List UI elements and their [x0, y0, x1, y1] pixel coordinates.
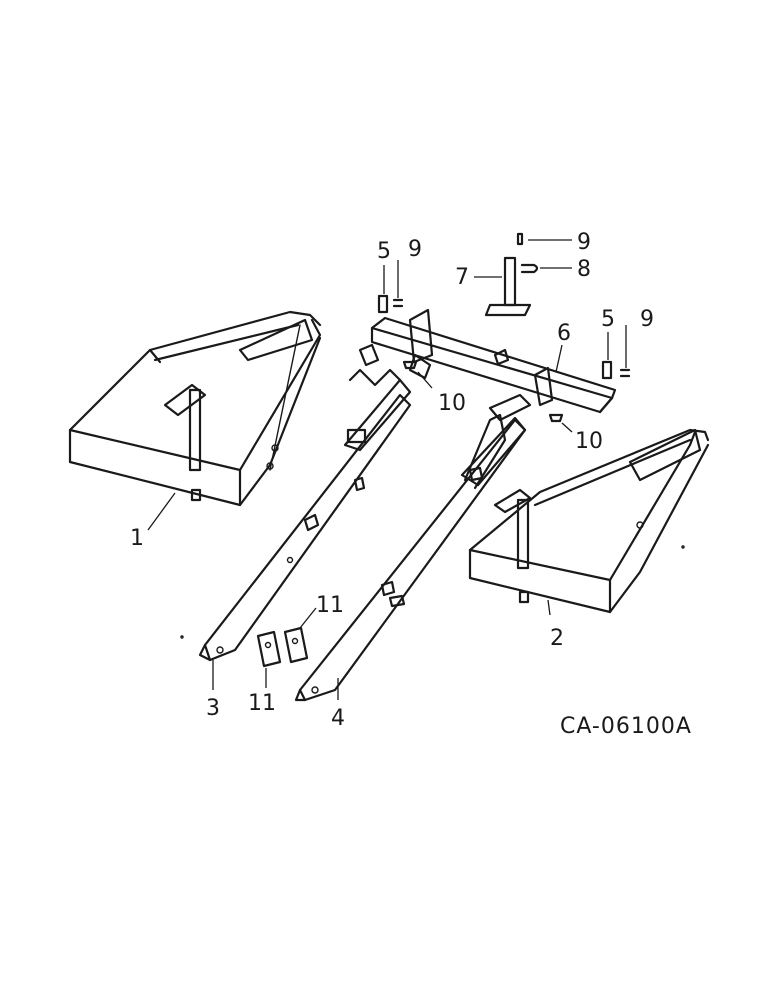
leader-lines	[147, 239, 627, 700]
spacer-part-left	[377, 294, 389, 314]
callout-11-top: 11	[316, 593, 344, 618]
spacer-part-right	[601, 360, 613, 380]
clip-part-left	[392, 298, 404, 308]
clip-part-right	[619, 368, 631, 378]
bolt-part-right	[548, 413, 564, 423]
pin-part	[520, 263, 539, 274]
cross-tube-part	[370, 308, 617, 414]
callout-10-right: 10	[575, 429, 603, 454]
callout-11-bottom: 11	[248, 691, 276, 716]
callout-5-right: 5	[601, 307, 615, 332]
callout-1: 1	[130, 526, 144, 551]
jack-stand-part	[484, 256, 532, 317]
callout-4: 4	[331, 706, 345, 731]
callout-10-left: 10	[438, 391, 466, 416]
clip-part-top	[516, 232, 524, 246]
callout-9-left: 9	[408, 237, 422, 262]
drawing-number: CA-06100A	[560, 714, 692, 739]
left-frame-part	[68, 310, 322, 507]
plate-part-right	[283, 626, 309, 664]
callout-3: 3	[206, 696, 220, 721]
callout-7: 7	[455, 265, 469, 290]
right-frame-part	[468, 428, 710, 614]
bolt-part-left	[402, 360, 418, 370]
callout-9-right: 9	[640, 307, 654, 332]
callout-8: 8	[577, 257, 591, 282]
right-bar-part	[294, 393, 532, 702]
callout-6: 6	[557, 321, 571, 346]
plate-part-left	[256, 630, 282, 668]
left-bar-part	[198, 343, 412, 662]
callout-5-left: 5	[377, 239, 391, 264]
callout-9-top: 9	[577, 230, 591, 255]
callout-2: 2	[550, 626, 564, 651]
